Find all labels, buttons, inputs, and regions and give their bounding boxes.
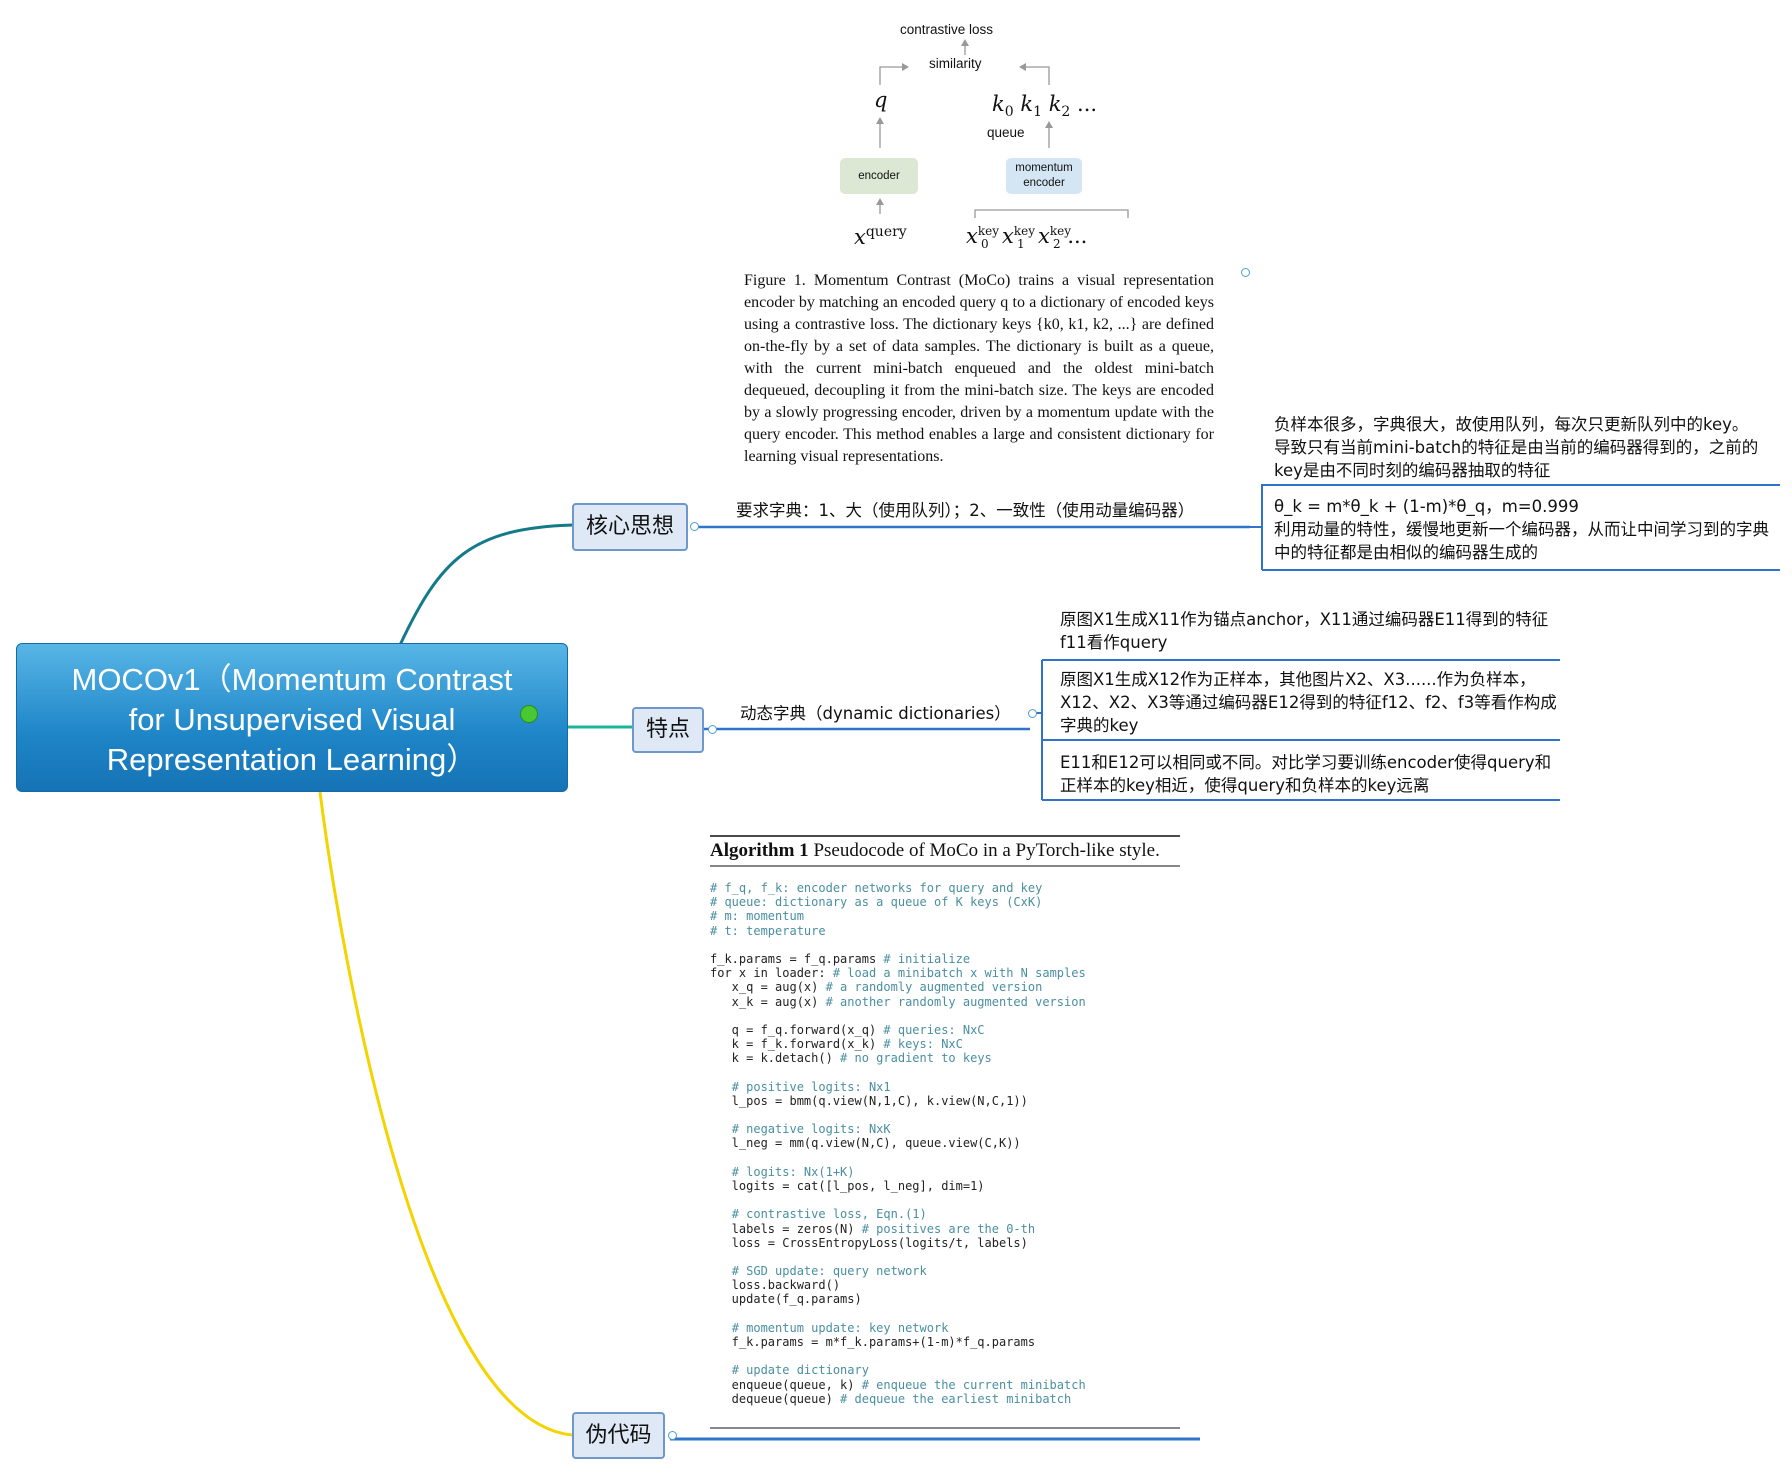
figure-keys-label: k0 k1 k2 ... bbox=[992, 92, 1098, 121]
topic-feature[interactable]: 特点 bbox=[632, 707, 704, 753]
code-line: loss = CrossEntropyLoss(logits/t, labels… bbox=[710, 1235, 1028, 1250]
code-line: logits = cat([l_pos, l_neg], dim=1) bbox=[710, 1178, 985, 1193]
code-line bbox=[710, 1108, 1086, 1122]
root-topic-title: MOCOv1（Momentum Contrast for Unsupervise… bbox=[71, 662, 513, 777]
code-line: loss.backward() bbox=[710, 1278, 841, 1293]
topic-pseudo[interactable]: 伪代码 bbox=[572, 1412, 665, 1459]
code-line: k = k.detach() # no gradient to keys bbox=[710, 1051, 992, 1066]
collapse-pseudo-icon[interactable] bbox=[668, 1431, 677, 1440]
collapse-figure-icon[interactable] bbox=[1241, 268, 1250, 277]
figure-encoder-box: encoder bbox=[840, 158, 918, 194]
code-line: x_k = aug(x) # another randomly augmente… bbox=[710, 994, 1086, 1009]
algorithm-code: # f_q, f_k: encoder networks for query a… bbox=[710, 881, 1086, 1406]
figure-xkey-label: xkey0 xkey1 xkey2 ... bbox=[966, 224, 1088, 252]
core-notes-bracket bbox=[1250, 484, 1268, 570]
code-line: l_neg = mm(q.view(N,C), queue.view(C,K)) bbox=[710, 1136, 1021, 1151]
code-line: # t: temperature bbox=[710, 923, 826, 938]
code-line bbox=[710, 1009, 1086, 1023]
code-line bbox=[710, 1250, 1086, 1264]
feature-note-query[interactable]: 原图X1生成X11作为锚点anchor，X11通过编码器E11得到的特征f11看… bbox=[1060, 610, 1549, 652]
feature-summary[interactable]: 动态字典（dynamic dictionaries） bbox=[740, 704, 1011, 723]
code-line: # f_q, f_k: encoder networks for query a… bbox=[710, 881, 1043, 895]
code-line: # logits: Nx(1+K) bbox=[731, 1164, 855, 1179]
code-line bbox=[710, 1307, 1086, 1321]
code-line: enqueue(queue, k) # enqueue the current … bbox=[710, 1377, 1086, 1392]
topic-core-label: 核心思想 bbox=[585, 514, 674, 539]
topic-feature-label: 特点 bbox=[645, 717, 690, 742]
code-line: # contrastive loss, Eqn.(1) bbox=[731, 1207, 927, 1222]
code-line: # momentum update: key network bbox=[731, 1320, 949, 1335]
code-line: q = f_q.forward(x_q) # queries: NxC bbox=[710, 1022, 985, 1037]
feature-notes-bracket bbox=[1030, 660, 1043, 800]
code-line: # m: momentum bbox=[710, 909, 804, 924]
topic-pseudo-label: 伪代码 bbox=[585, 1423, 652, 1448]
collapse-feature-notes-icon[interactable] bbox=[1028, 709, 1037, 718]
code-line bbox=[710, 1065, 1086, 1079]
feature-note-encoder[interactable]: E11和E12可以相同或不同。对比学习要训练encoder使得query和正样本… bbox=[1060, 753, 1552, 795]
topic-core[interactable]: 核心思想 bbox=[572, 503, 688, 551]
figure-q-label: q bbox=[874, 88, 888, 112]
root-topic[interactable]: MOCOv1（Momentum Contrast for Unsupervise… bbox=[16, 643, 568, 792]
code-line: x_q = aug(x) # a randomly augmented vers… bbox=[710, 980, 1043, 995]
code-line bbox=[710, 1193, 1086, 1207]
code-line: dequeue(queue) # dequeue the earliest mi… bbox=[710, 1391, 1072, 1406]
collapse-core-icon[interactable] bbox=[690, 522, 699, 531]
code-line: # negative logits: NxK bbox=[731, 1122, 891, 1137]
figure-similarity-label: similarity bbox=[929, 56, 982, 71]
core-note-queue[interactable]: 负样本很多，字典很大，故使用队列，每次只更新队列中的key。导致只有当前mini… bbox=[1274, 415, 1759, 480]
code-line bbox=[710, 1151, 1086, 1165]
collapse-feature-icon[interactable] bbox=[708, 725, 717, 734]
branch-line-core bbox=[398, 523, 574, 646]
figure-momentum-encoder-box: momentum encoder bbox=[1006, 158, 1082, 194]
code-line: f_k.params = f_q.params # initialize bbox=[710, 951, 971, 966]
figure-loss-label: contrastive loss bbox=[900, 22, 994, 37]
figure-arrowheads bbox=[876, 39, 1053, 205]
feature-note-keys[interactable]: 原图X1生成X12作为正样本，其他图片X2、X3......作为负样本，X12、… bbox=[1060, 670, 1557, 735]
core-note-momentum[interactable]: θ_k = m*θ_k + (1-m)*θ_q，m=0.999 利用动量的特性，… bbox=[1274, 497, 1769, 562]
core-summary[interactable]: 要求字典：1、大（使用队列）；2、一致性（使用动量编码器） bbox=[736, 501, 1195, 520]
figure-caption: Figure 1. Momentum Contrast (MoCo) train… bbox=[744, 272, 1214, 465]
figure-arrows bbox=[879, 44, 1129, 218]
code-line: k = f_k.forward(x_k) # keys: NxC bbox=[710, 1037, 963, 1052]
code-line bbox=[710, 938, 1086, 952]
code-line: l_pos = bmm(q.view(N,1,C), k.view(N,C,1)… bbox=[710, 1093, 1028, 1108]
code-line: update(f_q.params) bbox=[710, 1292, 862, 1307]
branch-line-pseudo bbox=[318, 791, 573, 1437]
code-line: # update dictionary bbox=[731, 1363, 869, 1378]
code-line: labels = zeros(N) # positives are the 0-… bbox=[710, 1221, 1036, 1236]
code-line: # SGD update: query network bbox=[731, 1264, 927, 1279]
code-line: for x in loader: # load a minibatch x wi… bbox=[710, 966, 1086, 981]
code-line: # queue: dictionary as a queue of K keys… bbox=[710, 895, 1043, 910]
figure-queue-label: queue bbox=[987, 125, 1025, 140]
smiley-icon bbox=[520, 705, 538, 723]
code-line: # positive logits: Nx1 bbox=[731, 1079, 891, 1094]
algorithm-title: Algorithm 1 Pseudocode of MoCo in a PyTo… bbox=[710, 840, 1160, 861]
code-line bbox=[710, 1349, 1086, 1363]
code-line: f_k.params = m*f_k.params+(1-m)*f_q.para… bbox=[710, 1335, 1036, 1349]
figure-xquery-label: xquery bbox=[854, 224, 907, 249]
